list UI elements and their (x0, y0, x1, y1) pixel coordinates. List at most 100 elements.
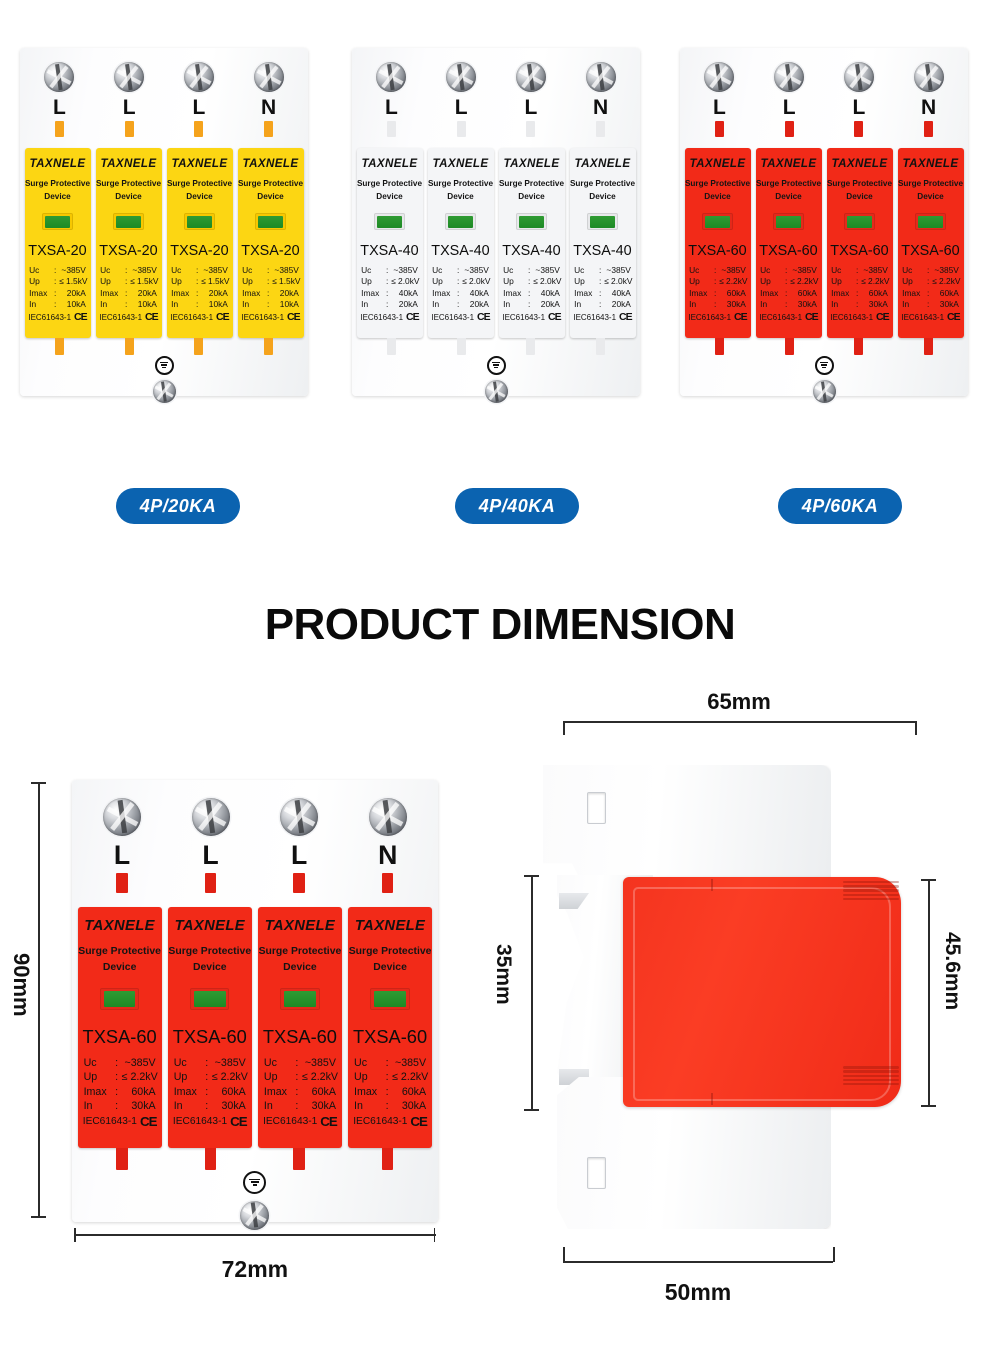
spec-uc-colon: : (115, 1056, 119, 1069)
spec-imax-label: Imax (361, 287, 380, 298)
terminal-2[interactable]: L (94, 62, 164, 137)
ground-screw-icon[interactable] (240, 1200, 270, 1230)
terminal-screw-icon[interactable] (515, 62, 546, 92)
model-number: TXSA-20 (170, 243, 229, 259)
terminal-screw-icon[interactable] (704, 62, 735, 92)
dim-tick-depth-left (563, 721, 565, 735)
terminal-2[interactable]: L (754, 62, 824, 137)
standard-code: IEC61643-1 (170, 312, 214, 322)
bottom-connector-cell (566, 338, 636, 355)
bottom-connector-cell (166, 1148, 255, 1170)
spec-in-key: In: (361, 299, 391, 310)
ground-terminal[interactable] (149, 356, 179, 403)
rating-badge-txsa-20[interactable]: 4P/20KA (116, 488, 240, 524)
status-indicator-window (516, 213, 547, 230)
spec-uc: Uc:~385V (902, 265, 959, 276)
terminal-4[interactable]: N (234, 62, 304, 137)
terminal-screw-icon[interactable] (368, 797, 407, 836)
ce-mark-icon: CE (216, 310, 230, 323)
terminal-screw-icon[interactable] (114, 62, 145, 92)
ce-mark-icon: CE (320, 1114, 337, 1130)
ground-terminal[interactable] (236, 1171, 274, 1230)
terminal-screw-icon[interactable] (774, 62, 805, 92)
status-indicator-window (255, 213, 286, 230)
ground-terminal[interactable] (481, 356, 511, 403)
bottom-connector-pin (382, 1148, 394, 1170)
side-red-module[interactable] (623, 877, 901, 1107)
terminal-3[interactable]: L (164, 62, 234, 137)
terminal-screw-icon[interactable] (183, 62, 214, 92)
terminal-3[interactable]: L (255, 797, 344, 893)
status-indicator-window (844, 213, 875, 230)
status-indicator-window (184, 213, 215, 230)
spec-uc-colon: : (124, 265, 128, 275)
terminal-1[interactable]: L (78, 797, 167, 893)
dim-line-rail-height (531, 875, 533, 1109)
terminal-screw-icon[interactable] (585, 62, 616, 92)
terminal-screw-icon[interactable] (102, 797, 142, 836)
spec-up-value: ≤ 1.5kV (59, 276, 88, 287)
terminal-2[interactable]: L (426, 62, 496, 137)
terminal-screw-icon[interactable] (280, 797, 319, 836)
spec-uc-label: Uc (831, 265, 842, 275)
terminal-screw-icon[interactable] (376, 62, 407, 92)
subtitle-line-1: Surge Protective (348, 945, 432, 957)
spec-in: In:30kA (174, 1099, 246, 1113)
terminal-screw-icon[interactable] (253, 62, 284, 92)
terminal-screw-icon[interactable] (843, 62, 874, 92)
bottom-connector-cell (25, 338, 95, 355)
pole-label-l-1: L (384, 96, 398, 119)
status-led-green (193, 991, 226, 1007)
terminal-1[interactable]: L (685, 62, 755, 137)
spec-imax-value: 40kA (540, 287, 560, 298)
terminal-4[interactable]: N (894, 62, 964, 137)
spec-uc-colon: : (385, 265, 389, 275)
ground-screw-icon[interactable] (812, 380, 836, 403)
spec-in-label: In (760, 299, 768, 310)
terminal-screw-icon[interactable] (913, 62, 944, 92)
spec-up-colon: : (195, 276, 199, 287)
terminal-3[interactable]: L (496, 62, 566, 137)
terminal-3[interactable]: L (824, 62, 894, 137)
ground-screw-icon[interactable] (484, 380, 508, 403)
rating-badge-txsa-40[interactable]: 4P/40KA (455, 488, 579, 524)
subtitle-line-1: Surge Protective (826, 179, 893, 188)
terminal-screw-icon[interactable] (446, 62, 477, 92)
subtitle-line-2: Device (518, 192, 545, 201)
rating-badge-txsa-60[interactable]: 4P/60KA (778, 488, 902, 524)
spec-up-key: Up: (84, 1070, 122, 1084)
terminal-screw-icon[interactable] (191, 797, 230, 836)
terminal-screw-icon[interactable] (44, 62, 75, 92)
terminal-2[interactable]: L (166, 797, 255, 893)
spec-up-colon: : (784, 276, 788, 287)
ground-screw-icon[interactable] (152, 380, 176, 403)
ground-terminal[interactable] (809, 356, 839, 403)
spec-imax-colon: : (926, 287, 930, 298)
bottom-connector-row (78, 1148, 432, 1170)
terminal-1[interactable]: L (25, 62, 95, 137)
terminal-4[interactable]: N (566, 62, 636, 137)
spec-up-colon: : (205, 1071, 209, 1084)
terminal-4[interactable]: N (343, 797, 432, 893)
terminal-1[interactable]: L (357, 62, 427, 137)
spec-in-key: In: (264, 1099, 302, 1113)
